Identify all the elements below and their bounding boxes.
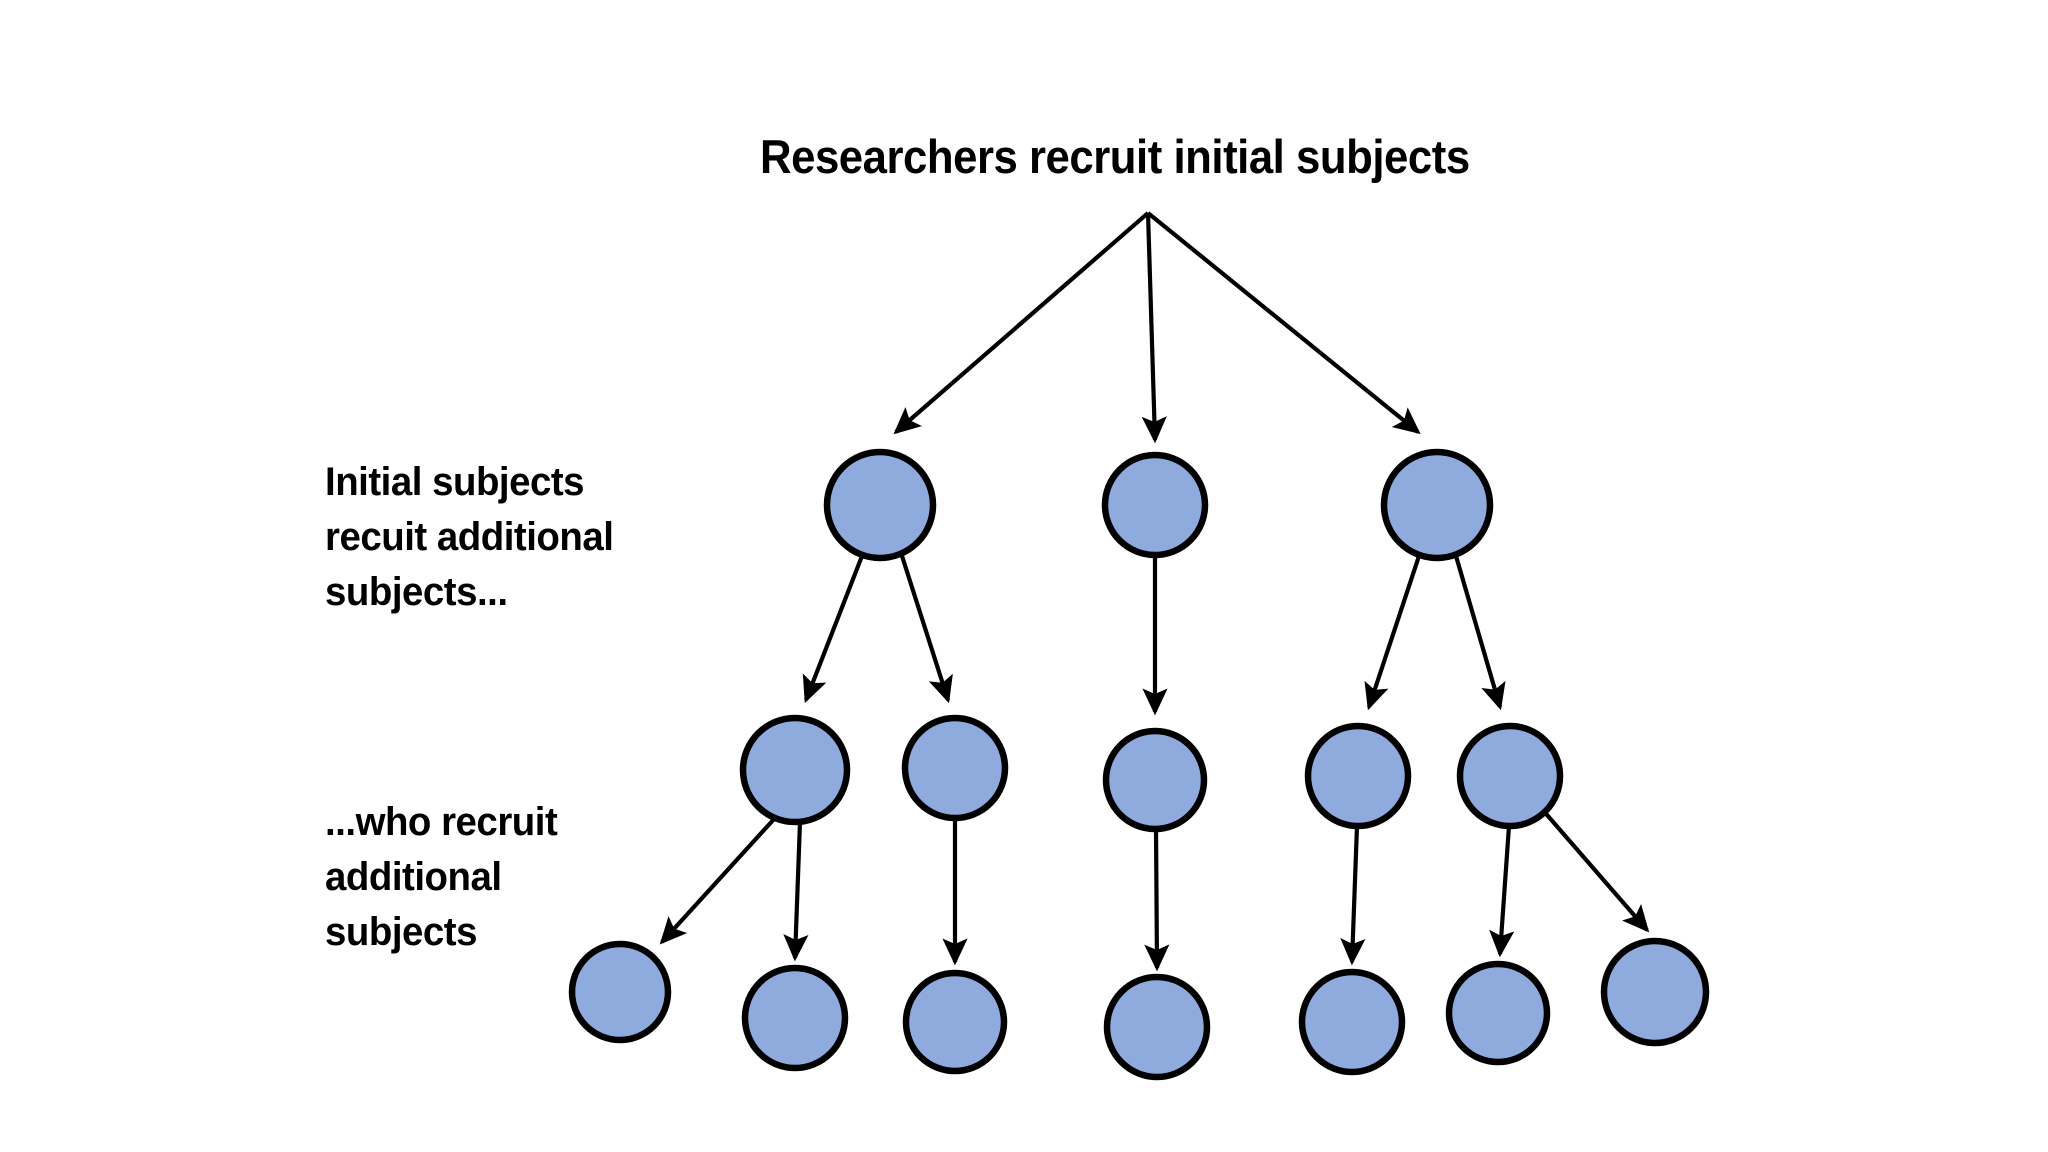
- label-who-recruit-additional: ...who recruit additional subjects: [325, 800, 558, 955]
- node-third-wave-5[interactable]: [1298, 968, 1406, 1076]
- edges-layer: [659, 211, 1650, 972]
- node-second-wave-1[interactable]: [739, 714, 851, 826]
- label-initial-subjects-recruit: Initial subjects recuit additional subje…: [325, 460, 614, 615]
- node-second-wave-3[interactable]: [1102, 727, 1208, 833]
- node-third-wave-4[interactable]: [1103, 973, 1211, 1081]
- node-third-wave-1[interactable]: [568, 940, 672, 1044]
- edge-root-to-n1-1: [893, 211, 1150, 435]
- node-initial-subject-3[interactable]: [1380, 448, 1494, 562]
- node-second-wave-4[interactable]: [1304, 722, 1412, 830]
- node-third-wave-7[interactable]: [1600, 937, 1710, 1047]
- nodes-layer: [568, 448, 1710, 1081]
- edge-n2-1-to-n3-2: [783, 821, 809, 962]
- edge-n2-5-to-n3-7: [1539, 806, 1650, 933]
- edge-n1-3-to-n2-4: [1364, 555, 1421, 711]
- node-third-wave-2[interactable]: [741, 964, 849, 1072]
- edge-n1-1-to-n2-2: [899, 555, 953, 704]
- edge-n2-4-to-n3-5: [1340, 825, 1366, 966]
- edge-root-to-n1-2: [1141, 212, 1167, 444]
- edge-n1-3-to-n2-5: [1453, 555, 1506, 711]
- node-second-wave-2[interactable]: [901, 714, 1009, 822]
- edge-n2-5-to-n3-6: [1489, 825, 1515, 958]
- edge-n1-1-to-n2-1: [802, 555, 864, 704]
- edge-root-to-n1-3: [1146, 211, 1421, 435]
- node-initial-subject-1[interactable]: [823, 448, 937, 562]
- node-initial-subject-2[interactable]: [1101, 451, 1209, 559]
- edge-n2-1-to-n3-1: [659, 816, 777, 945]
- node-third-wave-6[interactable]: [1445, 960, 1551, 1066]
- node-second-wave-5[interactable]: [1456, 722, 1564, 830]
- node-third-wave-3[interactable]: [902, 969, 1008, 1075]
- diagram-title: Researchers recruit initial subjects: [760, 130, 1470, 183]
- edge-n2-3-to-n3-4: [1144, 827, 1170, 972]
